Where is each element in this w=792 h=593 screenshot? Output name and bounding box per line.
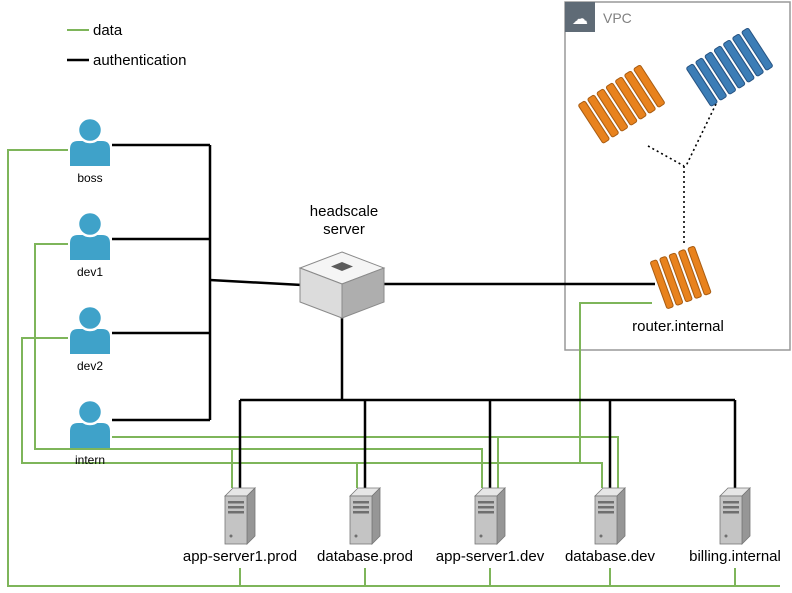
- server-database-prod: database.prod: [317, 487, 413, 565]
- user-icon: [68, 398, 112, 450]
- server-label: database.prod: [317, 548, 413, 565]
- data-line-boss: [7, 149, 780, 587]
- auth-connections: [112, 143, 737, 488]
- user-label: dev2: [77, 359, 103, 373]
- user-intern: intern: [68, 398, 112, 467]
- server-app-server1-prod: app-server1.prod: [183, 487, 297, 565]
- user-dev1: dev1: [68, 210, 112, 279]
- server-icon: [594, 487, 626, 545]
- router-internal-icon: [649, 245, 712, 310]
- data-line-dev2: [21, 337, 603, 488]
- user-label: dev1: [77, 265, 103, 279]
- legend-auth-label: authentication: [93, 52, 186, 69]
- cube-right-face: [341, 267, 385, 319]
- server-label: database.dev: [565, 548, 656, 565]
- blue-instance-stack-icon: [685, 27, 774, 108]
- router-internal-label: router.internal: [632, 318, 724, 335]
- vpc-header-badge: [565, 2, 595, 32]
- headscale-label-line2: server: [323, 221, 365, 238]
- data-connections: [7, 149, 780, 587]
- user-boss: boss: [68, 116, 112, 185]
- headscale-label-line1: headscale: [310, 203, 378, 220]
- user-icon: [68, 304, 112, 356]
- server-database-dev: database.dev: [565, 487, 656, 565]
- server-label: billing.internal: [689, 548, 781, 565]
- user-label: intern: [75, 453, 105, 467]
- headscale-server-icon: [298, 251, 386, 319]
- server-label: app-server1.prod: [183, 548, 297, 565]
- data-line-intern: [112, 436, 619, 488]
- vpc-title: VPC: [603, 10, 632, 26]
- data-line-router: [579, 302, 652, 463]
- dotted-link-blue-stack: [685, 103, 717, 167]
- server-app-server1-dev: app-server1.dev: [436, 487, 545, 565]
- server-icon: [719, 487, 751, 545]
- orange-instance-stack-icon: [577, 64, 666, 145]
- user-icon: [68, 210, 112, 262]
- server-icon: [349, 487, 381, 545]
- user-dev2: dev2: [68, 304, 112, 373]
- vpc-box: ☁ VPC: [564, 1, 791, 351]
- cube-port-detail: [331, 262, 353, 271]
- dotted-link-orange-stack: [647, 145, 685, 167]
- user-label: boss: [77, 171, 102, 185]
- cloud-icon: ☁: [572, 11, 588, 28]
- vpc-dotted-links: [647, 103, 717, 246]
- user-icon: [68, 116, 112, 168]
- server-billing-internal: billing.internal: [689, 487, 781, 565]
- server-icon: [474, 487, 506, 545]
- server-icon: [224, 487, 256, 545]
- auth-line-to-hub: [209, 278, 303, 287]
- legend-data-label: data: [93, 22, 123, 39]
- legend: data authentication: [67, 22, 186, 69]
- server-label: app-server1.dev: [436, 548, 545, 565]
- vpc-border: [564, 1, 791, 351]
